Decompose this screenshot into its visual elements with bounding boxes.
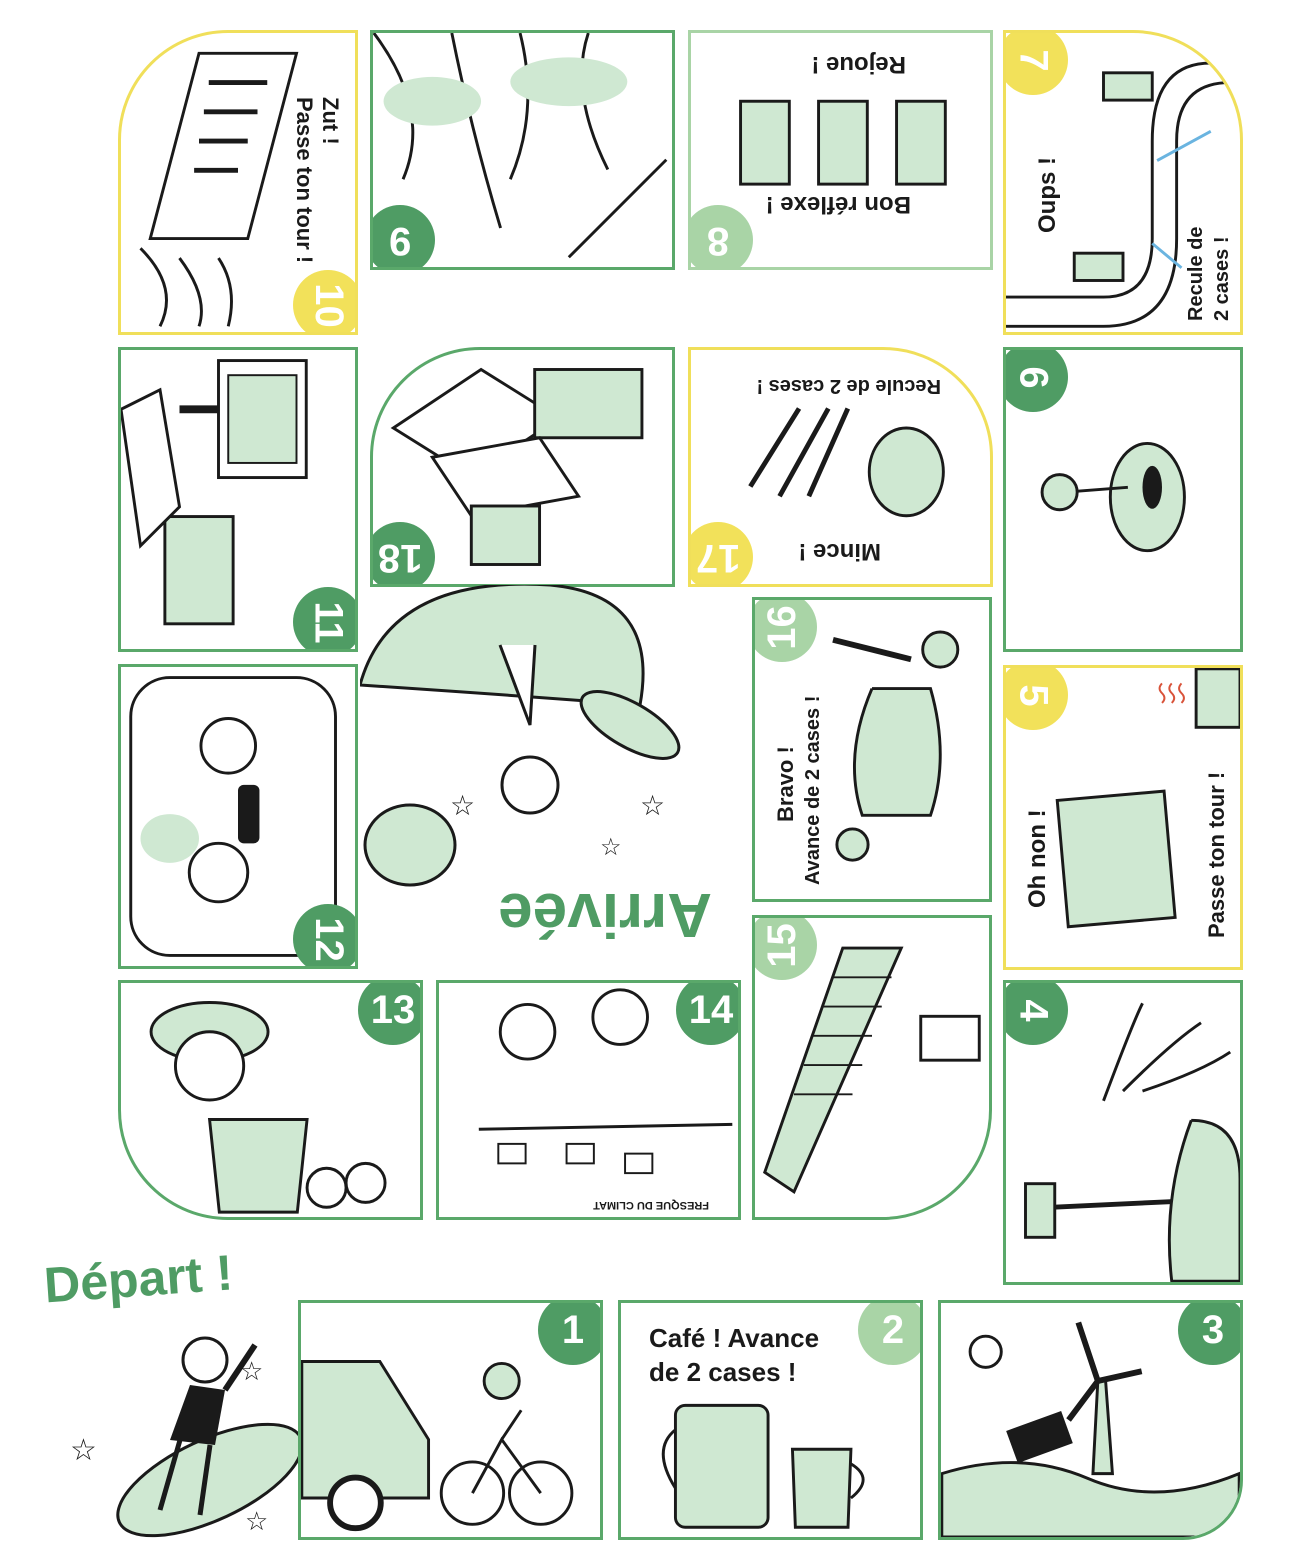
square-4[interactable]: 4 bbox=[1003, 980, 1243, 1285]
square-6[interactable]: 6 bbox=[1003, 347, 1243, 652]
square-text-line2: Recule de 2 cases ! bbox=[756, 375, 941, 397]
open-window-heater-icon bbox=[1055, 668, 1240, 929]
square-text-line2: Recule de bbox=[1185, 226, 1207, 321]
board-caption: FRESQUE DU CLIMAT bbox=[593, 1199, 709, 1211]
start-label: Départ ! bbox=[42, 1244, 235, 1314]
square-number-badge: 10 bbox=[293, 270, 355, 332]
svg-text:☆: ☆ bbox=[245, 1506, 268, 1536]
square-13[interactable]: 13 bbox=[118, 980, 423, 1220]
square-text-line1: Oups ! bbox=[1034, 157, 1061, 233]
wind-turbine-solar-panel-icon bbox=[941, 1321, 1240, 1537]
market-shopping-icon bbox=[149, 1001, 387, 1214]
cardboard-boxes-icon bbox=[390, 367, 644, 566]
plastic-cutlery-icon bbox=[748, 407, 945, 518]
square-number-badge: 5 bbox=[1006, 668, 1068, 730]
paper-stack-icon bbox=[762, 946, 981, 1194]
square-text-line1: Oh non ! bbox=[1024, 809, 1051, 908]
square-text-line1: Mince ! bbox=[798, 538, 881, 565]
rocket-rider-icon: ☆ ☆ ☆ bbox=[70, 1336, 300, 1538]
svg-text:☆: ☆ bbox=[640, 790, 665, 821]
square-text-line1: Zut ! bbox=[318, 97, 343, 145]
car-and-bicycle-icon bbox=[301, 1360, 574, 1532]
square-14[interactable]: FRESQUE DU CLIMAT 14 bbox=[436, 980, 741, 1220]
svg-text:☆: ☆ bbox=[70, 1434, 97, 1467]
square-1[interactable]: 1 bbox=[298, 1300, 603, 1540]
square-18[interactable]: 18 bbox=[370, 347, 675, 587]
square-number-badge: 3 bbox=[1178, 1303, 1240, 1365]
recycling-bins-icon bbox=[739, 99, 947, 186]
square-text-line2: de 2 cases ! bbox=[649, 1357, 797, 1387]
square-10[interactable]: Zut ! Passe ton tour ! 10 bbox=[118, 30, 358, 335]
square-number-badge: 18 bbox=[373, 522, 435, 584]
square-8[interactable]: Bon réflexe ! Rejoue ! 8 bbox=[688, 30, 993, 270]
finish-label: Arrivée bbox=[498, 880, 712, 949]
square-number-badge: 7 bbox=[1006, 33, 1068, 95]
square-number-badge: 16 bbox=[755, 600, 817, 662]
vegetables-icon bbox=[832, 630, 960, 862]
square-17[interactable]: Mince ! Recule de 2 cases ! 17 bbox=[688, 347, 993, 587]
square-number-badge: 13 bbox=[358, 983, 420, 1045]
square-11[interactable]: 11 bbox=[118, 347, 358, 652]
svg-text:☆: ☆ bbox=[600, 834, 622, 861]
square-number-badge: 4 bbox=[1006, 983, 1068, 1045]
square-7[interactable]: Oups ! Recule de 2 cases ! 7 bbox=[1003, 30, 1243, 335]
square-text-line3: 2 cases ! bbox=[1211, 236, 1233, 321]
storm-drain-trash-icon bbox=[139, 51, 299, 327]
office-printer-screen-icon bbox=[121, 359, 308, 626]
square-text-line2: Avance de 2 cases ! bbox=[802, 695, 824, 885]
square-text-line1: Bravo ! bbox=[773, 746, 798, 822]
forest-canopy-icon bbox=[373, 33, 668, 259]
svg-text:☆: ☆ bbox=[240, 1356, 263, 1386]
square-12[interactable]: 12 bbox=[118, 664, 358, 969]
square-number-badge: 17 bbox=[691, 522, 753, 584]
square-number-badge: 14 bbox=[676, 983, 738, 1045]
square-2[interactable]: Café ! Avance de 2 cases ! 2 bbox=[618, 1300, 923, 1540]
coffee-mugs-icon bbox=[661, 1403, 865, 1529]
square-3[interactable]: 3 bbox=[938, 1300, 1243, 1540]
svg-text:☆: ☆ bbox=[450, 790, 475, 821]
garden-shovel-plants-icon bbox=[1024, 1002, 1240, 1282]
square-text-line2: Rejoue ! bbox=[811, 51, 906, 78]
flower-tape-icon bbox=[1040, 441, 1186, 553]
climate-workshop-icon bbox=[478, 988, 733, 1175]
square-number-badge: 12 bbox=[293, 904, 355, 966]
leaking-pipe-icon bbox=[1006, 61, 1231, 328]
square-text-line2: Passe ton tour ! bbox=[1204, 771, 1229, 938]
square-text-line1: Bon réflexe ! bbox=[765, 191, 911, 218]
square-15[interactable]: 15 bbox=[752, 915, 992, 1220]
square-number-badge: 8 bbox=[691, 205, 753, 267]
square-number-badge: 15 bbox=[755, 918, 817, 980]
square-number-badge: 11 bbox=[293, 587, 355, 649]
square-number-badge: 6 bbox=[1006, 350, 1068, 412]
square-9[interactable]: 9 bbox=[370, 30, 675, 270]
square-number-badge: 2 bbox=[858, 1303, 920, 1365]
carpool-icon bbox=[129, 676, 337, 957]
square-number-badge: 1 bbox=[538, 1303, 600, 1365]
square-number-badge: 9 bbox=[373, 205, 435, 267]
planet-astronaut-icon: ☆ ☆ ☆ bbox=[360, 585, 681, 887]
square-16[interactable]: Bravo ! Avance de 2 cases ! 16 bbox=[752, 597, 992, 902]
square-text-line1: Café ! Avance bbox=[649, 1323, 820, 1353]
square-5[interactable]: Oh non ! Passe ton tour ! 5 bbox=[1003, 665, 1243, 970]
square-text-line2: Passe ton tour ! bbox=[292, 97, 317, 264]
